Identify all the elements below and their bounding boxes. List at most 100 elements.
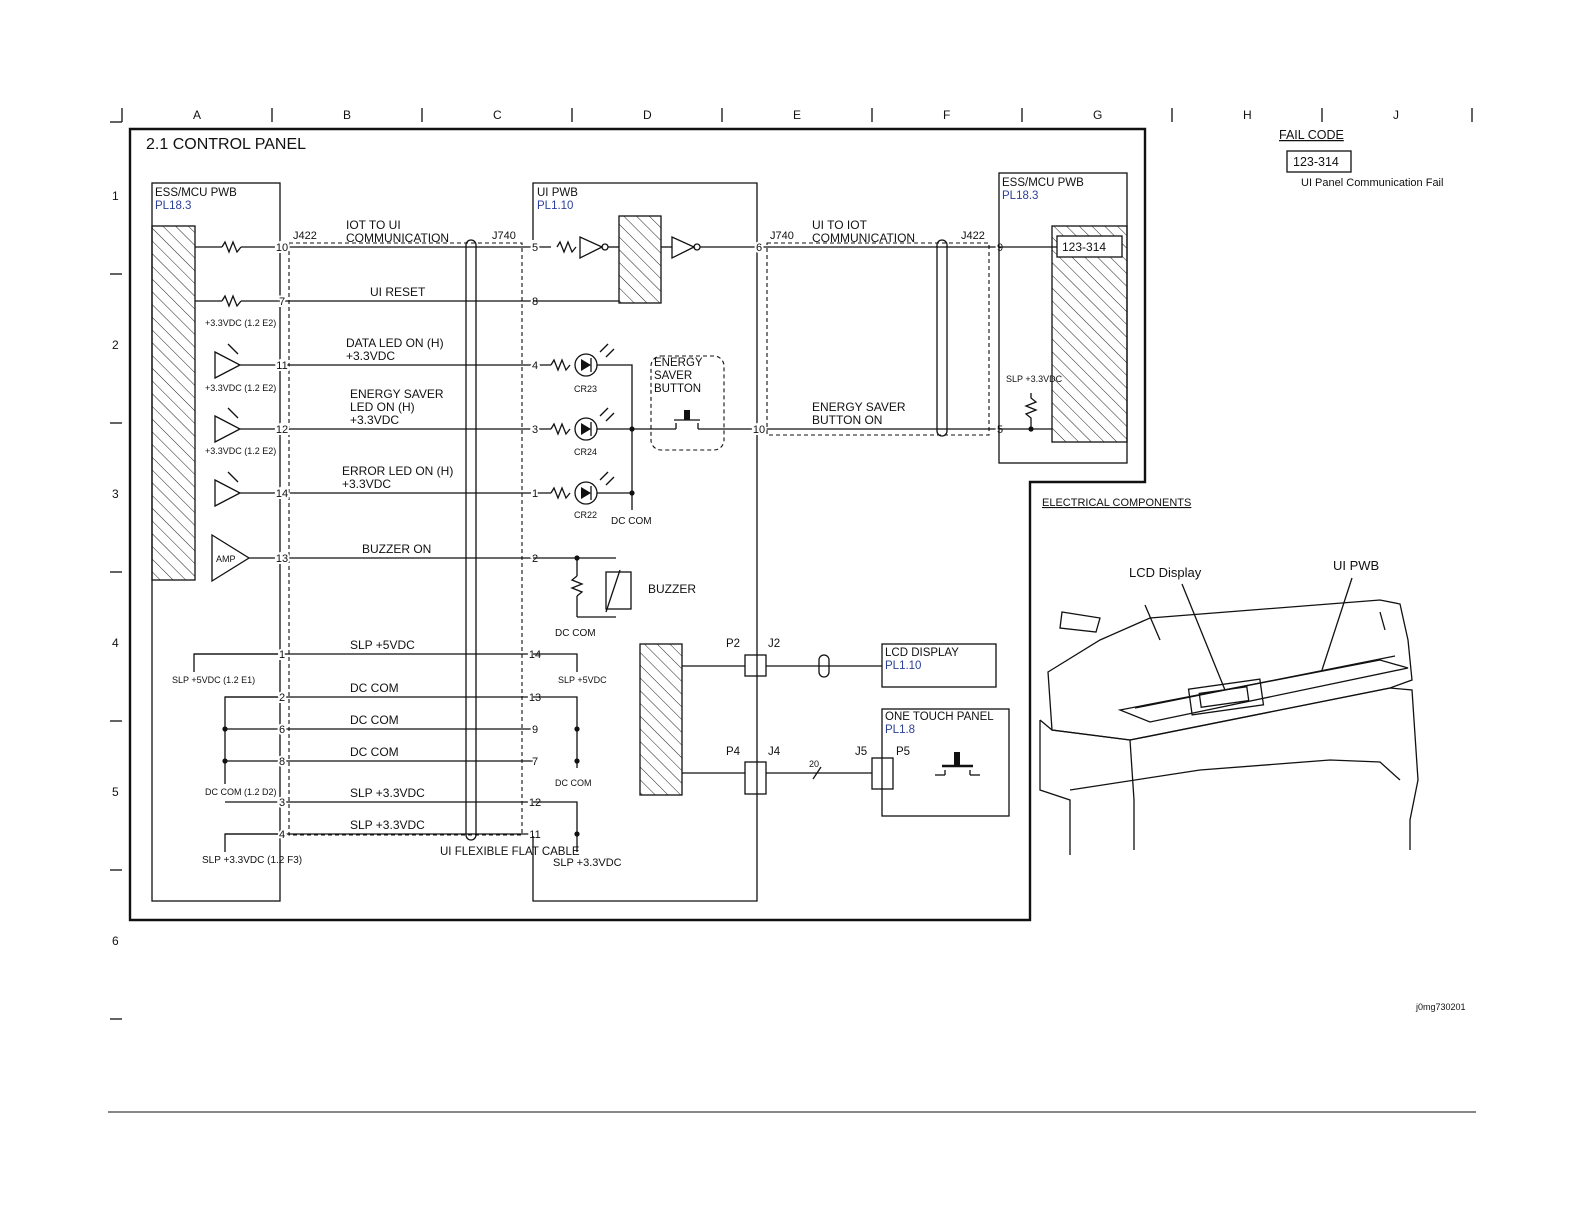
grid-column-label: F bbox=[943, 108, 950, 122]
grid-column-label: E bbox=[793, 108, 801, 122]
pin-right: 12 bbox=[529, 797, 541, 809]
signal-label: SLP +5VDC bbox=[350, 638, 415, 652]
pin-left: 7 bbox=[279, 296, 285, 308]
panel-title: 2.1 CONTROL PANEL bbox=[146, 136, 306, 153]
printer-illustration bbox=[1039, 577, 1419, 855]
pin-left: 12 bbox=[276, 424, 288, 436]
pin-left: 8 bbox=[279, 756, 285, 768]
j5-label: J5 bbox=[855, 746, 867, 758]
signal-label: SLP +3.3VDC bbox=[350, 818, 425, 832]
ui-pwb-title: UI PWB bbox=[537, 187, 578, 199]
ess-right-ref: PL18.3 bbox=[1002, 190, 1038, 202]
ess-left-ref: PL18.3 bbox=[155, 200, 191, 212]
pin-right: 7 bbox=[532, 756, 538, 768]
grid-row-label: 3 bbox=[112, 487, 119, 501]
left-bus: SLP +5VDC (1.2 E1) DC COM (1.2 D2) SLP +… bbox=[172, 653, 302, 866]
led-cr23: CR23 bbox=[550, 343, 615, 394]
led-cr24: CR24 bbox=[550, 407, 615, 457]
buffer-icon bbox=[214, 407, 242, 444]
bundle-label: 20 bbox=[809, 759, 819, 769]
ess-mcu-pwb-right: ESS/MCU PWB PL18.3 123-314 SLP +3.3VDC bbox=[998, 172, 1128, 464]
push-button-icon bbox=[935, 752, 980, 776]
electrical-heading: ELECTRICAL COMPONENTS bbox=[1042, 497, 1191, 509]
slp5-right: SLP +5VDC bbox=[558, 675, 607, 685]
signal-label: ERROR LED ON (H)+3.3VDC bbox=[342, 464, 453, 491]
cr22-label: CR22 bbox=[574, 510, 597, 520]
ui-pwb-ref: PL1.10 bbox=[537, 200, 573, 212]
grid-row-label: 4 bbox=[112, 636, 119, 650]
dc-com-buzzer: DC COM bbox=[555, 628, 596, 639]
signal-label: SLP +3.3VDC bbox=[350, 786, 425, 800]
lcd-display-callout: LCD Display bbox=[1129, 565, 1202, 580]
grid-row-label: 5 bbox=[112, 785, 119, 799]
p2-label: P2 bbox=[726, 638, 740, 650]
ess-right-code: 123-314 bbox=[1062, 240, 1106, 254]
j422b-label: J422 bbox=[961, 230, 985, 242]
pin-right: 4 bbox=[532, 360, 538, 372]
grid-column-label: D bbox=[643, 108, 652, 122]
signal-label: DATA LED ON (H)+3.3VDC bbox=[346, 336, 444, 363]
p4-label: P4 bbox=[726, 746, 741, 758]
fail-code-description: UI Panel Communication Fail bbox=[1301, 177, 1443, 189]
buzzer-label: BUZZER bbox=[648, 582, 696, 596]
slp-pullup: SLP +3.3VDC bbox=[1006, 374, 1063, 384]
pin-right: 2 bbox=[532, 553, 538, 565]
grid-column-label: B bbox=[343, 108, 351, 122]
lcd-connection: P2 J2 LCD DISPLAY PL1.10 bbox=[726, 638, 997, 688]
grid-row-label: 6 bbox=[112, 934, 119, 948]
ref-e2a: +3.3VDC (1.2 E2) bbox=[205, 318, 276, 328]
j2-label: J2 bbox=[768, 638, 780, 650]
grid-row-label: 1 bbox=[112, 189, 119, 203]
lcd-box-title: LCD DISPLAY bbox=[885, 647, 959, 659]
electrical-components: ELECTRICAL COMPONENTS LCD Display UI PWB bbox=[1039, 497, 1419, 855]
fail-code: FAIL CODE 123-314 UI Panel Communication… bbox=[1279, 128, 1443, 189]
pin-right: 13 bbox=[529, 692, 541, 704]
ref-e2b: +3.3VDC (1.2 E2) bbox=[205, 383, 276, 393]
signal-label: DC COM bbox=[350, 745, 399, 759]
fail-code-heading: FAIL CODE bbox=[1279, 128, 1344, 142]
buzzer-icon: BUZZER DC COM bbox=[533, 555, 696, 639]
signal-row: 8 7 DC COM bbox=[225, 745, 540, 770]
grid-column-label: J bbox=[1393, 108, 1399, 122]
pin-left: 1 bbox=[279, 649, 285, 661]
pin-right: 3 bbox=[532, 424, 538, 436]
dccom-left: DC COM (1.2 D2) bbox=[205, 787, 277, 797]
pin-left: 6 bbox=[279, 724, 285, 736]
pin-left: 2 bbox=[279, 692, 285, 704]
j4-label: J4 bbox=[768, 746, 781, 758]
amp-icon: AMP bbox=[211, 533, 251, 583]
led-cr22: CR22 bbox=[550, 471, 615, 520]
pin-right: 14 bbox=[529, 649, 541, 661]
cr24-label: CR24 bbox=[574, 447, 597, 457]
ess-right-title: ESS/MCU PWB bbox=[1002, 177, 1084, 189]
signal-label: BUZZER ON bbox=[362, 542, 431, 556]
amp-label: AMP bbox=[216, 554, 236, 564]
image-id: j0mg730201 bbox=[1415, 1002, 1466, 1012]
grid-column-label: H bbox=[1243, 108, 1252, 122]
one-touch-connection: P4 J4 20 J5 P5 ONE TOUCH PANEL PL1.8 bbox=[726, 708, 1010, 817]
j740b-label: J740 bbox=[770, 230, 794, 242]
pin-left: 10 bbox=[276, 242, 288, 254]
signal-row: 1 14 SLP +5VDC bbox=[194, 638, 543, 663]
lcd-box-ref: PL1.10 bbox=[885, 660, 921, 672]
pin-left: 4 bbox=[279, 829, 285, 841]
pin-left: 6 bbox=[756, 242, 762, 254]
signal-label: DC COM bbox=[350, 713, 399, 727]
dc-com-led: DC COM bbox=[611, 516, 652, 527]
slp5-left: SLP +5VDC (1.2 E1) bbox=[172, 675, 255, 685]
ref-e2c: +3.3VDC (1.2 E2) bbox=[205, 446, 276, 456]
